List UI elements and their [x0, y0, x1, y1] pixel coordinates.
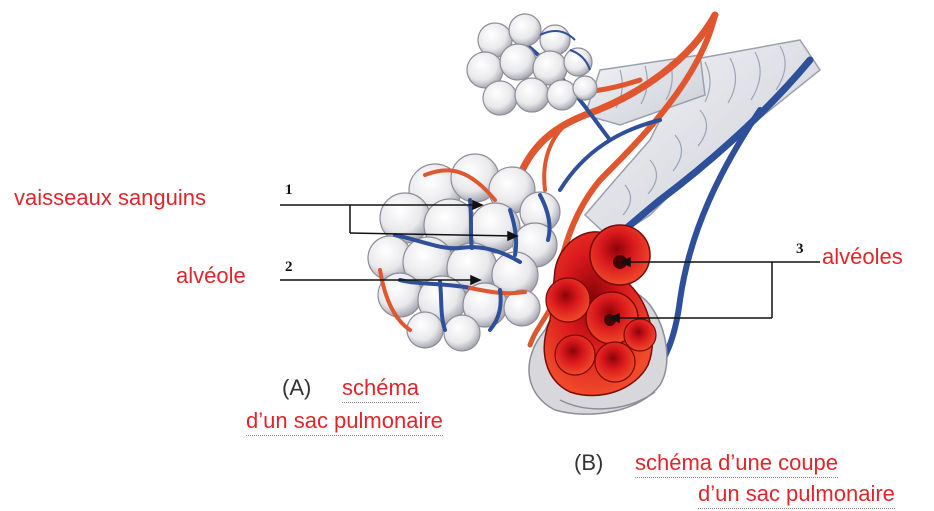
label-vaisseaux-sanguins: vaisseaux sanguins: [14, 185, 206, 211]
label-alveole: alvéole: [176, 263, 246, 289]
caption-a-letter: (A): [282, 375, 311, 401]
caption-b-line1: schéma d’une coupe: [635, 450, 838, 478]
alveolar-sac-a: [368, 154, 560, 351]
caption-a-line2: d’un sac pulmonaire: [246, 408, 443, 436]
marker-number-2: 2: [285, 259, 293, 276]
caption-b-letter: (B): [574, 450, 603, 476]
marker-number-3: 3: [796, 241, 804, 258]
caption-a-line1: schéma: [342, 375, 419, 403]
marker-number-1: 1: [285, 182, 293, 199]
label-alveoles: alvéoles: [822, 244, 903, 270]
caption-b-line2: d’un sac pulmonaire: [698, 481, 895, 509]
